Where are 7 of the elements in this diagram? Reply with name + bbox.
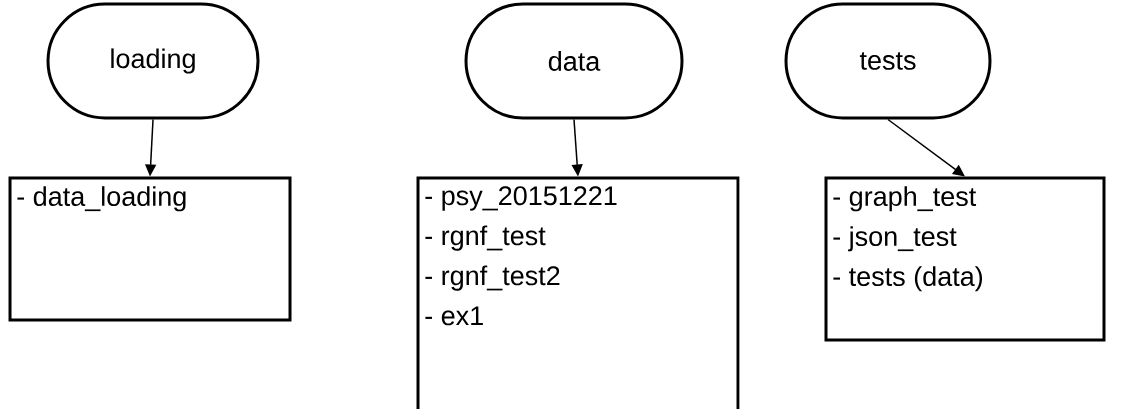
list-box: - psy_20151221 - rgnf_test - rgnf_test2 - ex1 (416, 176, 740, 409)
rounded-terminal: data (464, 2, 684, 120)
rounded-terminal: loading (46, 2, 260, 120)
arrow (887, 118, 965, 177)
list-box: - data_loading (8, 176, 292, 322)
rounded-terminal: tests (784, 2, 992, 120)
list-box: - graph_test - json_test - tests (data) (824, 176, 1106, 342)
